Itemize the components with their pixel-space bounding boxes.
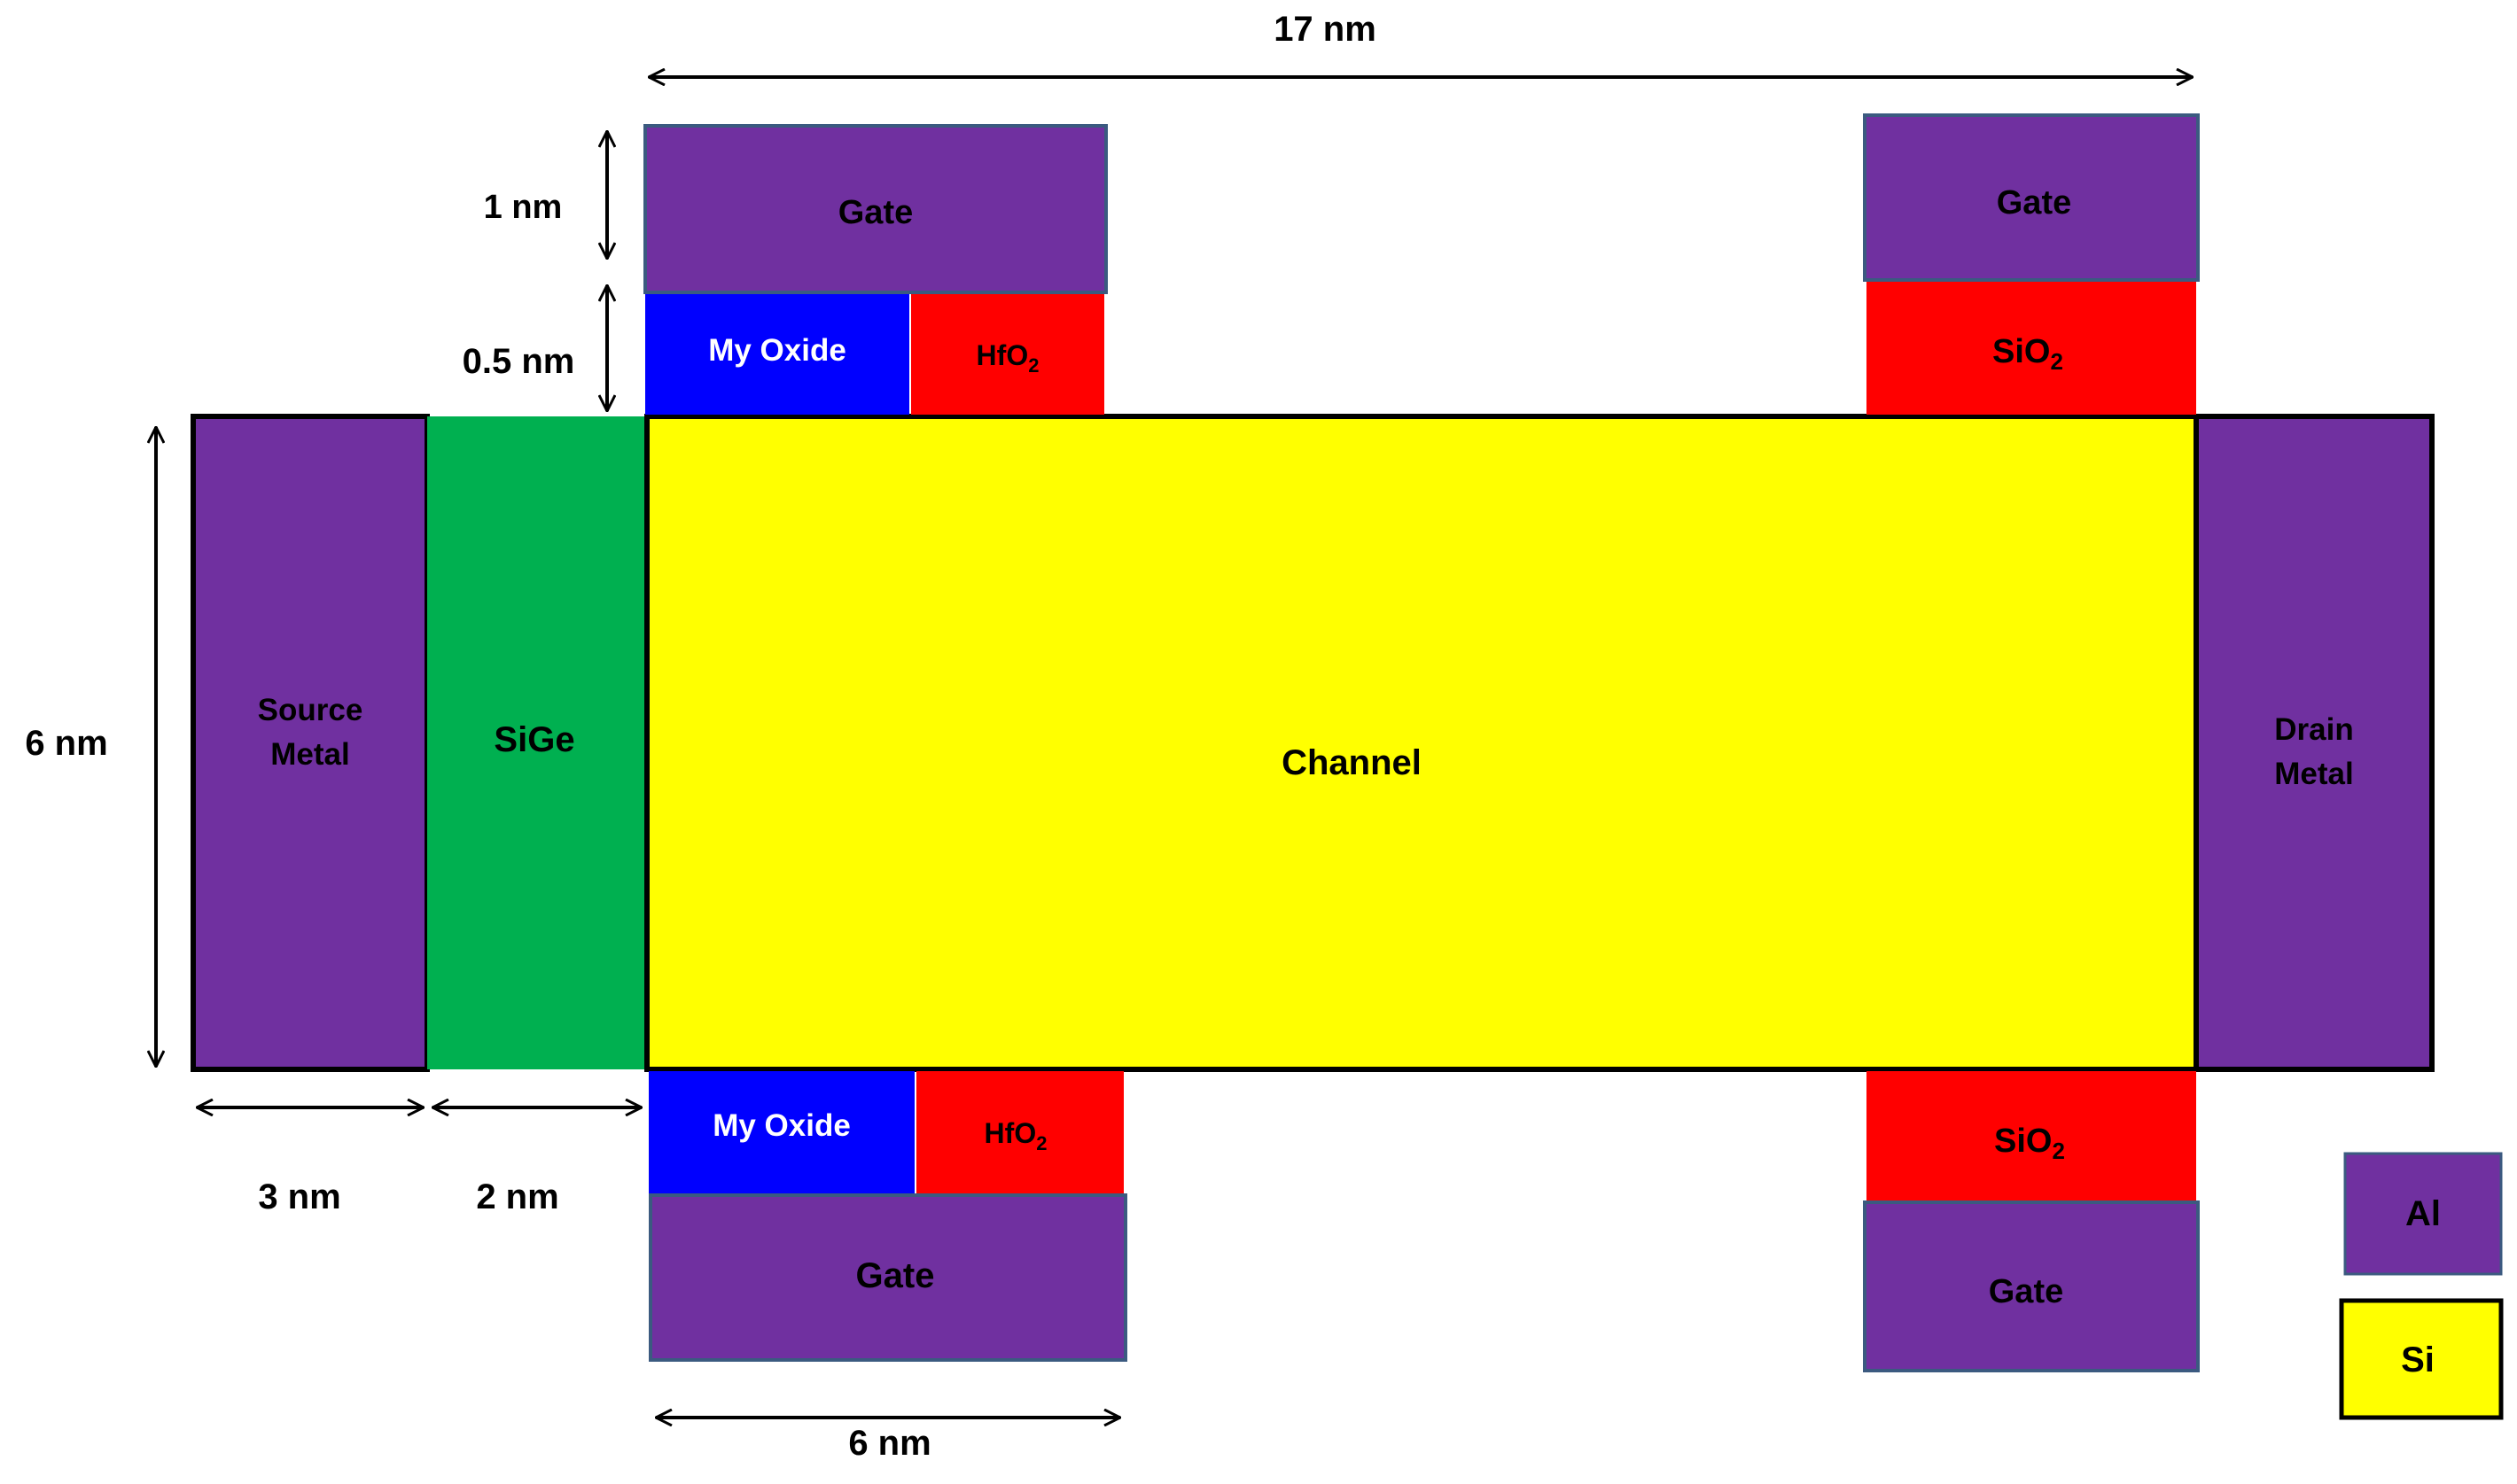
source-length-label: 3 nm xyxy=(258,1177,340,1216)
bottom-sio2 xyxy=(1866,1071,2196,1200)
sige-length-label: 2 nm xyxy=(476,1177,558,1216)
drain-metal-label-line2: Metal xyxy=(2274,757,2353,791)
source-metal-label-line1: Source xyxy=(258,693,363,727)
sige-region xyxy=(427,416,647,1069)
top-sio2-label: SiO2 xyxy=(1992,333,2063,375)
legend: Al Si xyxy=(2339,1152,2504,1420)
top-hfo2 xyxy=(911,294,1104,415)
channel-region xyxy=(644,414,2199,1072)
top-right-gate-label: Gate xyxy=(1997,184,2071,221)
total-length-label: 17 nm xyxy=(1274,10,1376,49)
bottom-my-oxide xyxy=(649,1071,915,1193)
top-my-oxide xyxy=(645,294,909,415)
bottom-sio2-label: SiO2 xyxy=(1994,1123,2065,1164)
bottom-sio2-subscript: 2 xyxy=(2053,1138,2065,1164)
bottom-sio2-base: SiO xyxy=(1994,1123,2052,1160)
top-sio2 xyxy=(1866,282,2196,415)
source-metal-region xyxy=(191,414,430,1072)
top-left-gate xyxy=(643,124,1108,294)
bottom-hfo2 xyxy=(916,1071,1124,1193)
drain-metal-label-line1: Drain xyxy=(2274,712,2353,747)
channel-label: Channel xyxy=(1282,743,1422,782)
legend-label-si: Si xyxy=(2401,1340,2435,1379)
source-metal-label-line2: Metal xyxy=(270,737,349,772)
bottom-left-gate xyxy=(649,1193,1127,1362)
gate-thickness-label: 1 nm xyxy=(484,189,563,226)
device-height-label: 6 nm xyxy=(25,724,107,763)
bottom-my-oxide-label: My Oxide xyxy=(713,1108,851,1143)
legend-swatch-al xyxy=(2343,1152,2503,1276)
legend-swatch-si xyxy=(2339,1298,2504,1420)
dimension-arrows xyxy=(156,77,2193,1418)
top-left-gate-label: Gate xyxy=(838,194,913,231)
bottom-left-gate-label: Gate xyxy=(856,1256,935,1295)
top-my-oxide-label: My Oxide xyxy=(708,333,846,368)
top-right-gate xyxy=(1863,113,2200,282)
legend-label-al: Al xyxy=(2405,1194,2441,1233)
bottom-hfo2-subscript: 2 xyxy=(1036,1132,1047,1154)
top-hfo2-label: HfO2 xyxy=(977,339,1040,377)
top-hfo2-subscript: 2 xyxy=(1028,354,1039,377)
gate-length-label: 6 nm xyxy=(848,1424,931,1463)
sige-label: SiGe xyxy=(494,720,574,759)
bottom-right-gate xyxy=(1863,1200,2200,1372)
bottom-hfo2-label: HfO2 xyxy=(985,1117,1048,1154)
bottom-hfo2-base: HfO xyxy=(985,1117,1037,1149)
top-hfo2-base: HfO xyxy=(977,339,1029,371)
drain-metal-region xyxy=(2194,414,2435,1072)
top-sio2-subscript: 2 xyxy=(2051,348,2063,375)
bottom-right-gate-label: Gate xyxy=(1989,1273,2063,1310)
oxide-thickness-label: 0.5 nm xyxy=(463,342,575,381)
top-sio2-base: SiO xyxy=(1992,333,2050,370)
